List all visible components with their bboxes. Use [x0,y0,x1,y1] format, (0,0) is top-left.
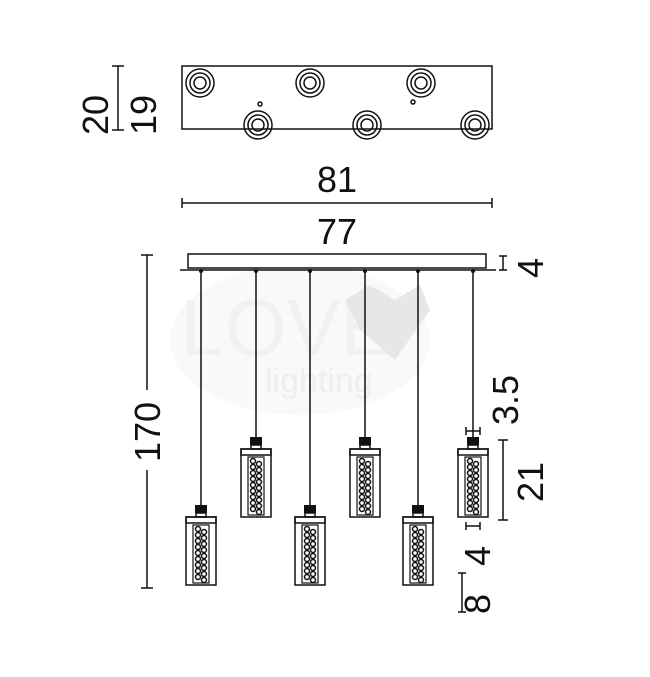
rosette-icon [243,110,273,140]
dim-cap-gap: 3.5 [485,375,526,425]
dim-canopy-length: 81 [317,159,357,200]
pendant-lamp [402,269,434,586]
watermark-logo: LOVE lighting [170,265,430,415]
pendant-lamp [240,269,272,518]
pendant-lamp [294,269,326,586]
ceiling-bar [187,253,487,269]
rosette-icon [295,68,325,98]
pendant-lamp [349,269,381,518]
dim-canopy-height-outer: 20 [75,95,116,135]
svg-text:lighting: lighting [265,362,373,400]
rosette-icon [185,68,215,98]
pendant-lamp [457,269,489,518]
svg-text:LOVE: LOVE [180,283,393,372]
rosette-icon [406,68,436,98]
dim-bar-length: 77 [317,211,357,252]
rosette-icon [460,110,490,140]
canopy-top-view [181,65,493,140]
rosette-icon [352,110,382,140]
dim-shade-height: 21 [510,462,551,502]
pendants [185,269,489,586]
pendant-lamp [185,269,217,586]
dim-total-height: 170 [127,402,168,462]
dim-bar-height: 4 [510,258,551,278]
dim-shade-gap: 4 [457,546,498,566]
dim-canopy-height-inner: 19 [123,95,164,135]
dim-shade-diameter: 8 [457,594,498,614]
